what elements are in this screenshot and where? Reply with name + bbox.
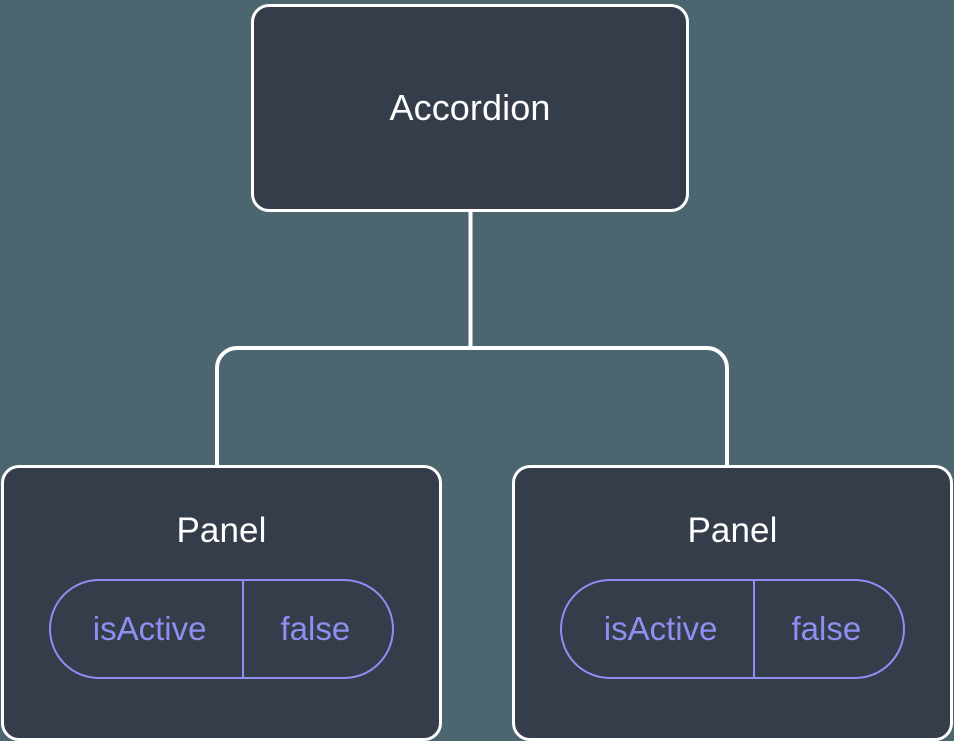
state-value-panel-2: false — [753, 580, 903, 677]
node-panel-1[interactable]: Panel isActive false — [1, 465, 442, 741]
state-badge-panel-1[interactable]: isActive false — [48, 578, 395, 679]
state-value-panel-1: false — [242, 580, 392, 677]
edge-branch-right — [470, 346, 729, 468]
state-key-panel-1: isActive — [92, 610, 207, 647]
node-accordion[interactable]: Accordion — [251, 4, 689, 212]
edge-branch-left — [215, 346, 471, 468]
state-badge-panel-2[interactable]: isActive false — [559, 578, 906, 679]
node-accordion-title: Accordion — [389, 87, 551, 129]
node-panel-2[interactable]: Panel isActive false — [512, 465, 953, 741]
node-panel-1-title: Panel — [176, 511, 267, 550]
state-key-panel-2: isActive — [603, 610, 718, 647]
node-panel-2-title: Panel — [687, 511, 778, 550]
